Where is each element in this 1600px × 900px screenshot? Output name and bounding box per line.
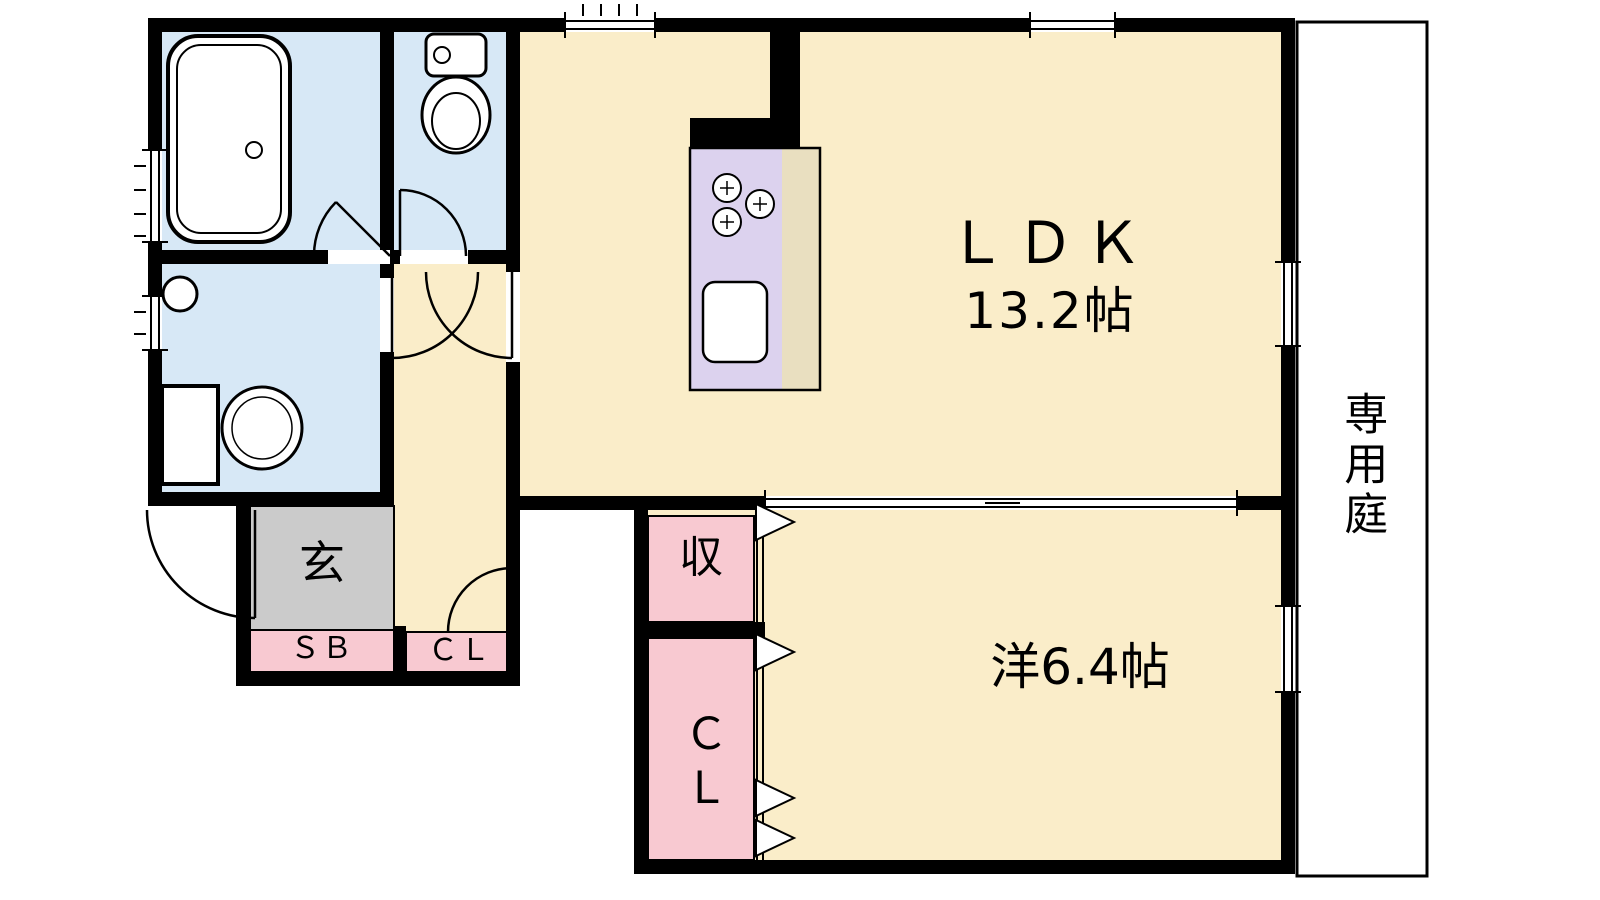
kitchen-counter [688, 146, 822, 392]
toilet-icon [420, 32, 492, 155]
doors [145, 188, 514, 633]
storage-label: 収 [679, 532, 723, 583]
windows [134, 4, 1301, 693]
private-garden-label: 専用庭 [1326, 377, 1396, 555]
shoebox-box [249, 629, 395, 673]
window-top-2 [1029, 12, 1116, 38]
window-left-1 [134, 149, 168, 243]
window-left-2 [134, 295, 168, 351]
western-room-label: 洋6.4帖 [990, 638, 1170, 696]
stove-burners-icon [712, 173, 775, 237]
bathtub-icon [166, 34, 292, 244]
washer-faucet-icon [161, 275, 199, 313]
rooms [148, 18, 1429, 878]
toilet-door-arc [398, 188, 468, 257]
closet-hall-box [405, 631, 515, 673]
folding-door-icon [755, 818, 797, 858]
washing-machine-pan-icon [160, 384, 220, 486]
ldk-room-label: ＬＤＫ [947, 209, 1152, 277]
folding-door-icon [755, 778, 797, 818]
fixtures [160, 32, 492, 486]
closet-hall-door-arc [446, 566, 514, 633]
room-garden [1295, 20, 1429, 878]
wash-basin-icon [220, 385, 304, 471]
kitchen-sink-icon [701, 280, 769, 364]
closet-bedroom-label: ＣＬ [676, 711, 728, 819]
entrance-label: 玄 [299, 536, 345, 590]
window-right-ldk [1275, 261, 1301, 347]
folding-door-icon [755, 502, 797, 542]
room-ldk [514, 24, 1288, 504]
entrance-door-arc [145, 509, 257, 620]
closet-hall-label: ＣＬ [428, 633, 492, 668]
kitchen-counter-side [782, 148, 820, 390]
kitchen-wall-stub-2 [690, 118, 800, 148]
window-top-1 [564, 4, 656, 38]
room-hallway [390, 260, 520, 686]
shoebox-label: ＳＢ [290, 631, 354, 666]
bathroom-door-arc [312, 201, 391, 257]
ldk-door-arc [424, 271, 514, 360]
window-right-western [1275, 605, 1301, 693]
folding-door-icon [755, 632, 797, 672]
closet-door-markers [755, 502, 797, 860]
sliding-window-ldk-western [764, 490, 1238, 516]
ldk-size-label: 13.2帖 [964, 282, 1136, 340]
